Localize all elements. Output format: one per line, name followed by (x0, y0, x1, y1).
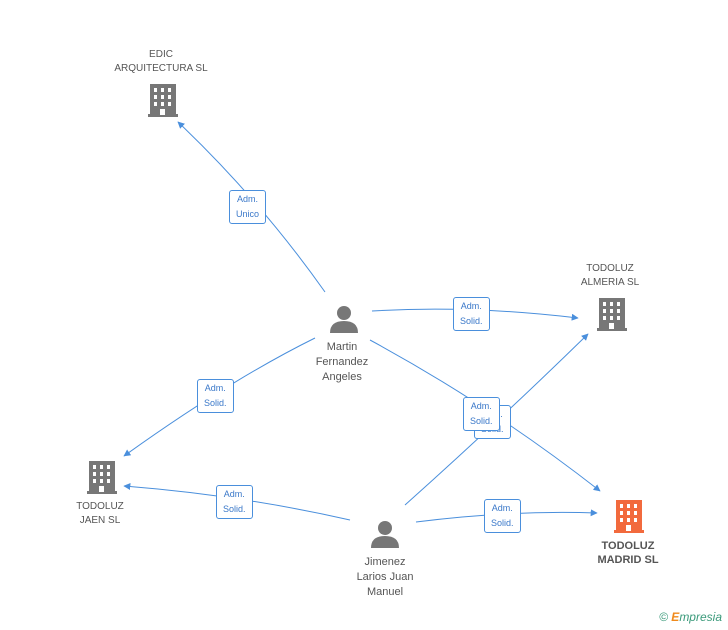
edge-label-line2: Solid. (204, 398, 227, 408)
company-name-line2: ARQUITECTURA SL (114, 63, 208, 74)
person-name-line3: Manuel (366, 586, 404, 598)
edge-label-jimenez-madrid[interactable]: Adm. Solid. (484, 499, 521, 533)
edge-label-jimenez-almeria[interactable]: Adm. Solid. (463, 397, 500, 431)
copyright-symbol: © (659, 610, 668, 624)
edge-label-martin-edic[interactable]: Adm. Unico (229, 190, 267, 224)
edge-label-line1: Adm. (470, 401, 492, 411)
company-label-edic[interactable]: EDIC ARQUITECTURA SL (103, 48, 219, 76)
edge-label-line1: Adm. (237, 194, 259, 204)
person-name-line1: Martin (326, 341, 358, 353)
person-icon[interactable] (371, 521, 399, 548)
person-name-line3: Angeles (322, 371, 362, 383)
company-label-almeria[interactable]: TODOLUZ ALMERIA SL (562, 262, 658, 290)
edge-label-line1: Adm. (491, 503, 513, 513)
brand-name: mpresia (679, 610, 722, 624)
edge-label-line2: Solid. (470, 416, 493, 426)
person-icon[interactable] (330, 306, 358, 333)
building-icon[interactable] (597, 298, 627, 331)
edge-label-line2: Solid. (460, 316, 483, 326)
company-name-line1: TODOLUZ (586, 263, 634, 274)
edge-label-line1: Adm. (223, 489, 245, 499)
company-label-madrid[interactable]: TODOLUZ MADRID SL (582, 539, 674, 567)
building-icon[interactable] (148, 84, 178, 117)
edge-label-line1: Adm. (460, 301, 482, 311)
empresia-watermark: © Empresia (659, 610, 722, 624)
person-name-line1: Jimenez (364, 556, 406, 568)
person-name-line2: Larios Juan (356, 571, 414, 583)
company-name-line1: EDIC (149, 49, 173, 60)
company-name-line2: JAEN SL (79, 515, 121, 526)
company-name-line2: ALMERIA SL (580, 277, 640, 288)
company-name-line1: TODOLUZ (76, 501, 124, 512)
person-name-line2: Fernandez (315, 356, 369, 368)
company-label-jaen[interactable]: TODOLUZ JAEN SL (55, 500, 145, 528)
person-label-jimenez[interactable]: Jimenez Larios Juan Manuel (335, 555, 435, 600)
brand-initial: E (671, 610, 680, 624)
edge-label-line2: Unico (236, 209, 260, 219)
edge-label-line2: Solid. (223, 504, 246, 514)
edge-label-line1: Adm. (204, 383, 226, 393)
company-name-line1: TODOLUZ (601, 540, 655, 552)
edge-label-martin-jaen[interactable]: Adm. Solid. (197, 379, 234, 413)
building-main-icon[interactable] (614, 500, 644, 533)
edge-label-line2: Solid. (491, 518, 514, 528)
building-icon[interactable] (87, 461, 117, 494)
edge-label-martin-almeria[interactable]: Adm. Solid. (453, 297, 490, 331)
edge-label-jimenez-jaen[interactable]: Adm. Solid. (216, 485, 253, 519)
company-name-line2: MADRID SL (597, 554, 659, 566)
person-label-martin[interactable]: Martin Fernandez Angeles (294, 340, 390, 385)
